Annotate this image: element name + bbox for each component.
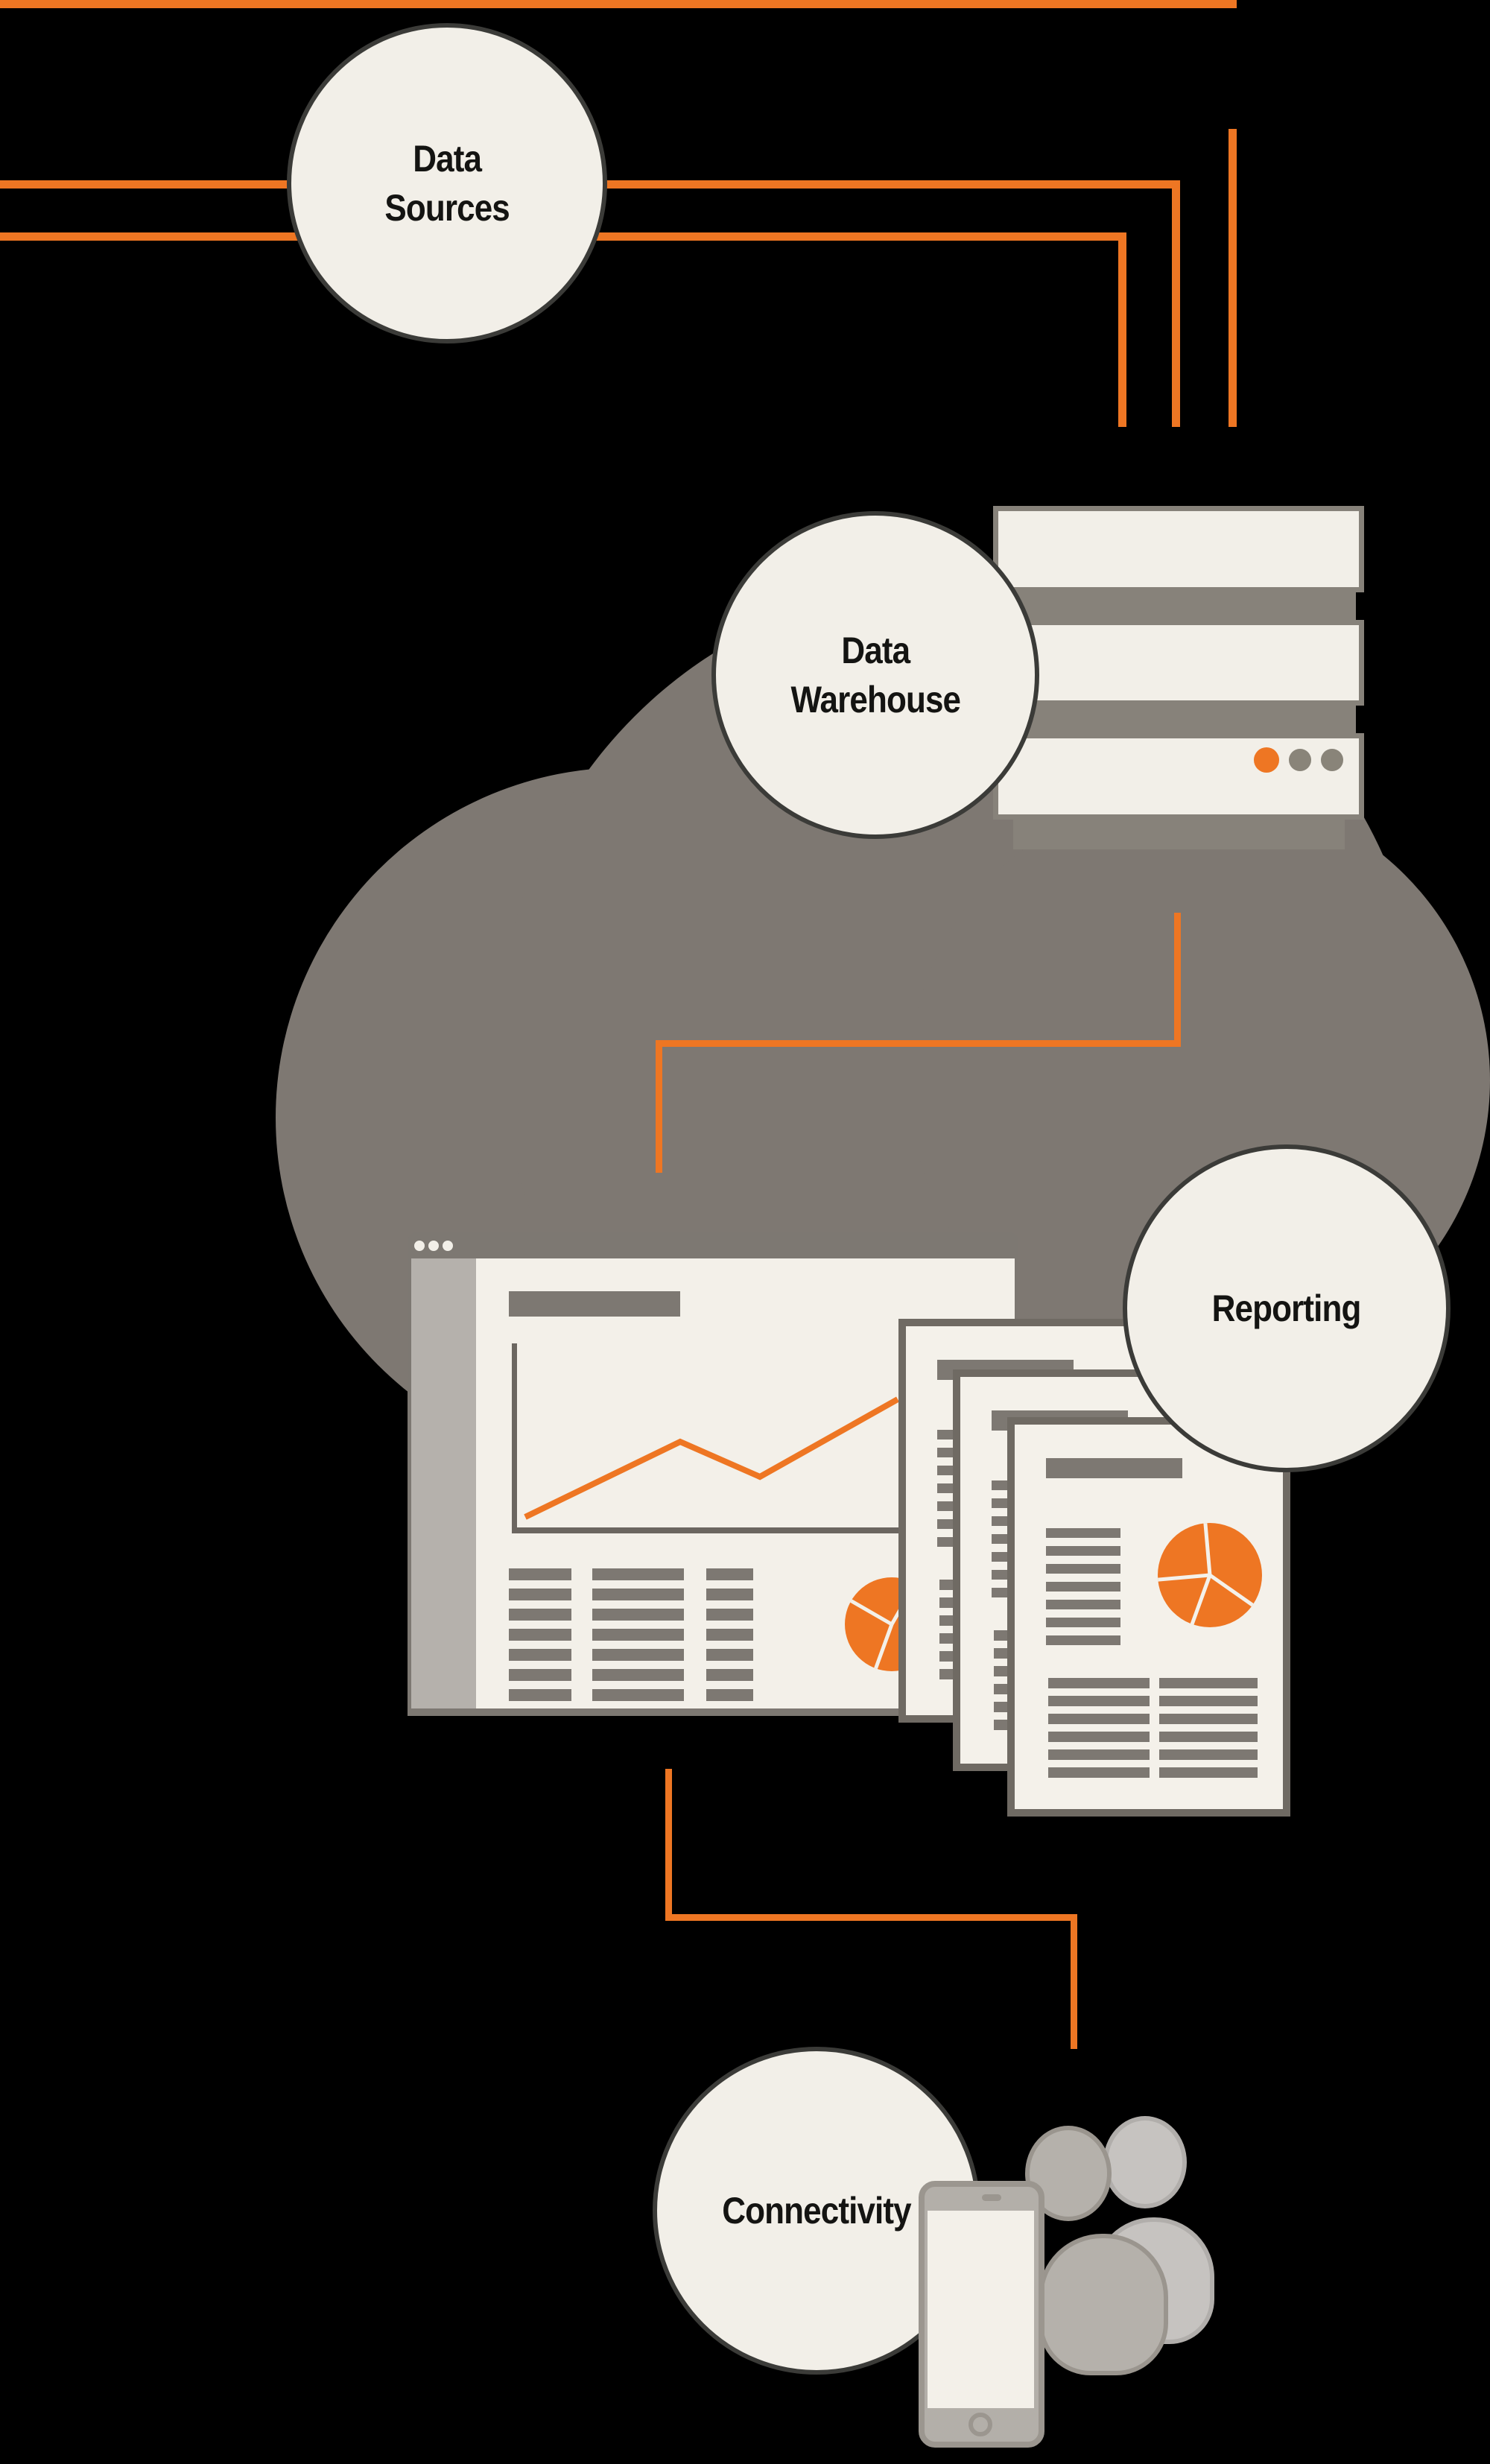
node-connectivity: Connectivity [653,2047,980,2375]
node-data-warehouse: Data Warehouse [711,511,1039,839]
smartphone-icon [919,2181,1044,2448]
server-unit [993,733,1364,820]
node-connectivity-label: Connectivity [722,2190,911,2232]
phone-screen [928,2211,1034,2408]
phone-speaker [982,2194,1001,2201]
server-led-orange [1254,747,1279,773]
window-dot [443,1241,453,1251]
server-led-gray [1321,749,1343,771]
window-titlebar [408,1232,1018,1258]
chart-y-axis [512,1343,517,1533]
server-band [1005,592,1356,620]
node-reporting-label: Reporting [1212,1288,1362,1329]
window-dot [428,1241,439,1251]
server-led-gray [1289,749,1311,771]
server-pedestal [1013,816,1345,849]
window-dot [414,1241,425,1251]
user-front-body [1039,2234,1168,2375]
node-reporting: Reporting [1123,1144,1451,1472]
window-sidebar [411,1258,476,1708]
window-title-placeholder [509,1291,680,1317]
node-data-sources: Data Sources [287,23,607,343]
server-band [1005,706,1356,733]
report-page-icon [1007,1417,1290,1817]
phone-home-button [968,2413,992,2436]
node-data-warehouse-label: Data Warehouse [790,630,960,720]
chart-x-axis [512,1527,898,1533]
user-back-head [1103,2116,1187,2208]
node-data-sources-label: Data Sources [384,138,510,229]
server-unit [993,620,1364,706]
pie-chart-icon [1158,1523,1262,1627]
server-unit [993,506,1364,592]
chart-line-series [524,1396,899,1520]
